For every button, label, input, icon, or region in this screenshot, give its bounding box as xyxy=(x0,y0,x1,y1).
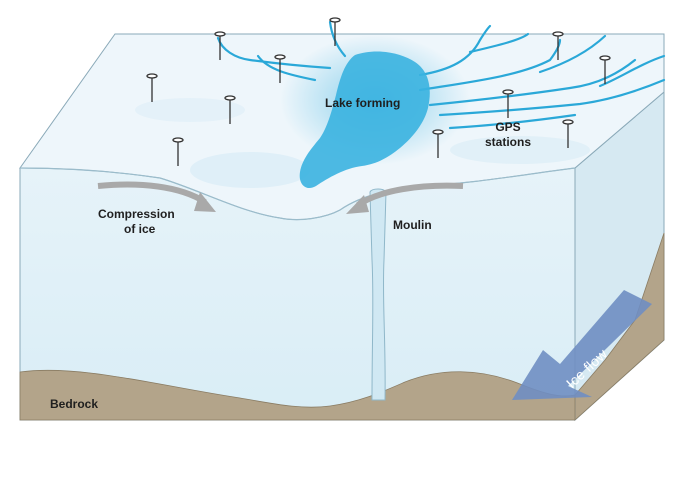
gps-station-icon xyxy=(432,129,444,158)
gps-station-icon xyxy=(502,89,514,118)
gps-station-icon xyxy=(224,95,236,124)
gps-stations xyxy=(146,17,611,166)
compression-arrow-left xyxy=(97,181,216,212)
compression-arrow-right xyxy=(346,182,464,214)
large-arrow-icon xyxy=(512,290,652,400)
lake-forming-label: Lake forming xyxy=(325,96,400,110)
curved-arrow-icon xyxy=(346,195,369,214)
gps-station-icon xyxy=(146,73,158,102)
moulin-label: Moulin xyxy=(393,218,432,232)
moulin-shaft xyxy=(369,188,387,401)
gps-label-line1: GPS xyxy=(495,120,520,134)
gps-station-icon xyxy=(172,137,184,166)
meltwater-lake xyxy=(299,51,430,189)
gps-station-icon xyxy=(599,55,611,84)
compression-label-line1: Compression xyxy=(98,207,175,221)
gps-station-icon xyxy=(214,31,226,60)
gps-station-icon xyxy=(274,54,286,83)
compression-label-line2: of ice xyxy=(124,222,156,236)
gps-station-icon xyxy=(552,31,564,60)
gps-station-icon xyxy=(562,119,574,148)
gps-label-line2: stations xyxy=(485,135,531,149)
bedrock-label: Bedrock xyxy=(50,397,98,411)
curved-arrow-icon xyxy=(194,192,216,212)
gps-station-icon xyxy=(329,17,341,46)
